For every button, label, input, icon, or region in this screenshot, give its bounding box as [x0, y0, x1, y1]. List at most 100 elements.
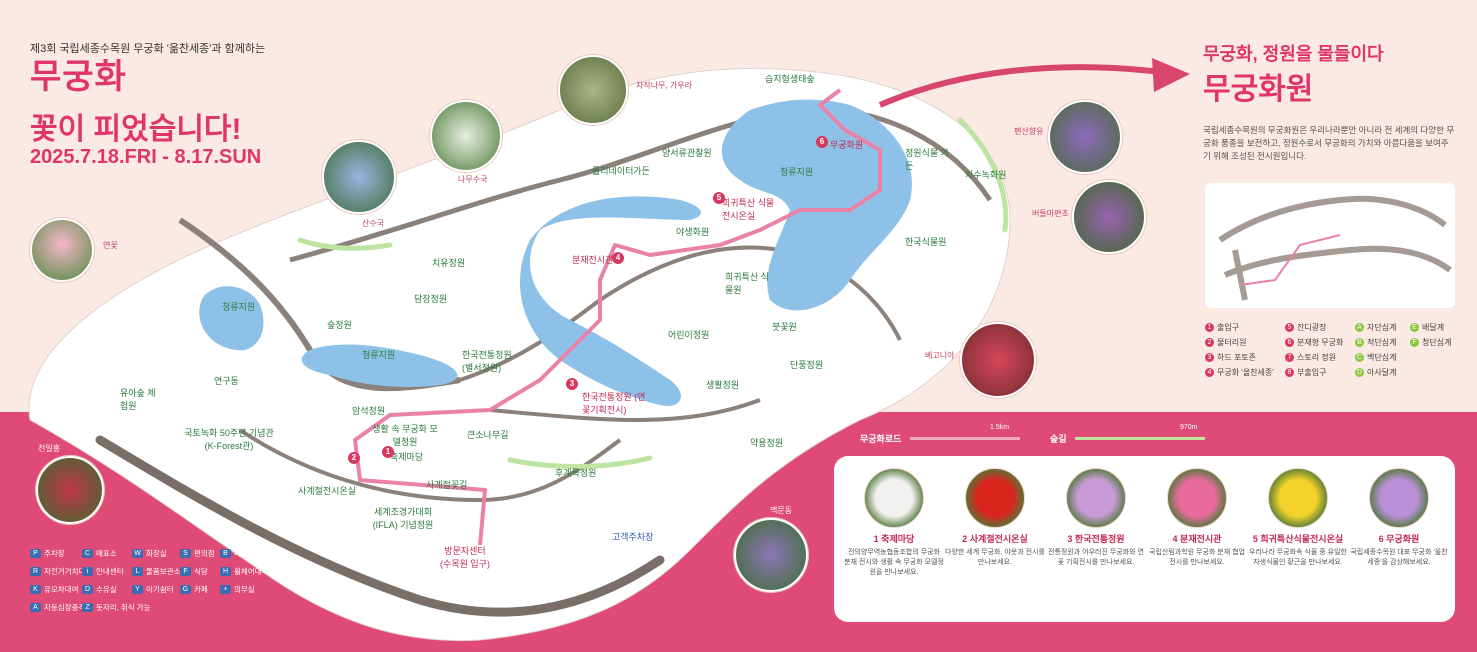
marker-4[interactable]: 4: [612, 252, 624, 264]
marker-2[interactable]: 2: [348, 452, 360, 464]
verbena-label: 버들마편초: [1032, 209, 1069, 218]
label-lake2: 청류지원: [362, 350, 396, 360]
label-mugung-garden: 무궁화원: [830, 140, 864, 150]
label-ecological: 양서류관찰원: [662, 148, 712, 158]
flower-photo: [1268, 468, 1328, 528]
willow-photo: [558, 55, 628, 125]
spot-description: 전통정원과 어우러진 무궁화와 연꽃 기획전시를 만나보세요.: [1048, 549, 1144, 566]
label-wild-flower: 야생화원: [676, 227, 710, 237]
forest-road-label: 숲길: [1050, 434, 1067, 444]
lavender-label: 펜산향유: [1014, 127, 1044, 136]
page-title: 무궁화: [30, 58, 127, 96]
spot-description: 다양한 세계 무궁화, 야옷과 전시를 만나보세요.: [945, 549, 1045, 566]
label-rare-plant: 희귀특산 식물전시온실: [722, 198, 775, 221]
label-hanok: 한국전통정원 (연꽃기획전시): [582, 392, 646, 415]
lotus-label: 연꽃: [103, 241, 118, 250]
verbena-photo: [1072, 180, 1146, 254]
lotus-photo: [30, 218, 94, 282]
flower-photo: [1066, 468, 1126, 528]
lavender-photo: [1048, 100, 1122, 174]
marker-3[interactable]: 3: [566, 378, 578, 390]
liatris-photo: [734, 518, 808, 592]
label-water-garden: 치수녹화원: [965, 170, 1007, 180]
garden-description: 국립세종수목원의 무궁화원은 우리나라뿐만 아니라 전 세계의 다양한 무궁화 …: [1203, 125, 1455, 161]
flower-photo: [1369, 468, 1429, 528]
flower-photo: [864, 468, 924, 528]
label-rare-garden: 희귀특산 식물원: [725, 272, 769, 295]
echinacea-label: 천일홍: [38, 444, 61, 453]
route-arrow: [878, 64, 1161, 108]
label-cactus: 유아숲 체험원: [120, 388, 156, 411]
label-landscape: 세계조경가대회 (IFLA) 기념정원: [372, 507, 434, 530]
echinacea-photo: [36, 456, 104, 524]
garden-heading: 무궁화, 정원을 물들이다: [1203, 44, 1384, 64]
label-maple: 단풍정원: [790, 360, 824, 370]
marker-1[interactable]: 1: [382, 446, 394, 458]
label-kforest: 국토녹화 50주년 기념관 (K-Forest관): [184, 428, 274, 451]
label-korean-trad: 한국전통정원 (별서정원): [462, 350, 512, 373]
label-parking: 고객주차장: [612, 532, 654, 542]
header-subtitle: 제3회 국립세종수목원 무궁화 '옮찬세종'과 함께하는: [30, 43, 266, 55]
label-living: 생활정원: [706, 380, 740, 390]
label-rock: 암석정원: [352, 406, 386, 416]
label-bonsai2: 후계목정원: [555, 468, 597, 478]
hydrangea-label: 산수국: [362, 219, 385, 228]
mugung-road-route: [353, 88, 882, 546]
label-flower-garden: 정원식물 가든: [905, 148, 949, 171]
willow-label: 자작나무, 가우라: [636, 81, 692, 90]
label-butterfly: 플리네이터가든: [592, 166, 650, 176]
spot-description: 전의양무역농협동조합의 무궁화 분재 전시와 생활 속 무궁화 모델정원을 만나…: [844, 549, 944, 576]
marker-5[interactable]: 5: [713, 192, 725, 204]
hydrangea2-photo: [430, 100, 502, 172]
spot-description: 우리나라 무궁화속 식물 중 유일한 자생식물인 황근을 만나보세요.: [1249, 549, 1347, 566]
mugung-road-label: 무궁화로드: [860, 434, 902, 444]
label-healing: 치유정원: [432, 258, 466, 268]
label-water-pond: 청류지원: [222, 302, 256, 312]
label-pavilion: 담장정원: [414, 294, 448, 304]
label-four-season-hill: 사계절꽃길: [426, 480, 468, 490]
spot-title: 6 무궁화원: [1378, 534, 1420, 544]
label-lake: 청류지원: [780, 167, 814, 177]
label-festival: 축제마당: [390, 452, 424, 462]
label-lotus-pond: 연구동: [214, 376, 239, 386]
label-moss: 숲정원: [327, 320, 352, 330]
label-visitor: 방문자센터 (수목원 입구): [440, 546, 490, 569]
liatris-label: 맥문동: [770, 506, 793, 515]
label-herb: 약용정원: [750, 438, 784, 448]
label-symbol-tree: 큰소나무길: [467, 430, 509, 440]
spot-title: 2 사계절전시온실: [962, 534, 1028, 544]
begonia-label: 베고니아: [925, 351, 955, 360]
spot-title: 4 분재전시관: [1172, 534, 1222, 544]
spot-title: 5 희귀특산식물전시온실: [1252, 534, 1344, 544]
marker-6[interactable]: 6: [816, 136, 828, 148]
garden-title: 무궁화원: [1203, 73, 1314, 106]
mugung-road-distance: 1.5km: [990, 424, 1010, 431]
